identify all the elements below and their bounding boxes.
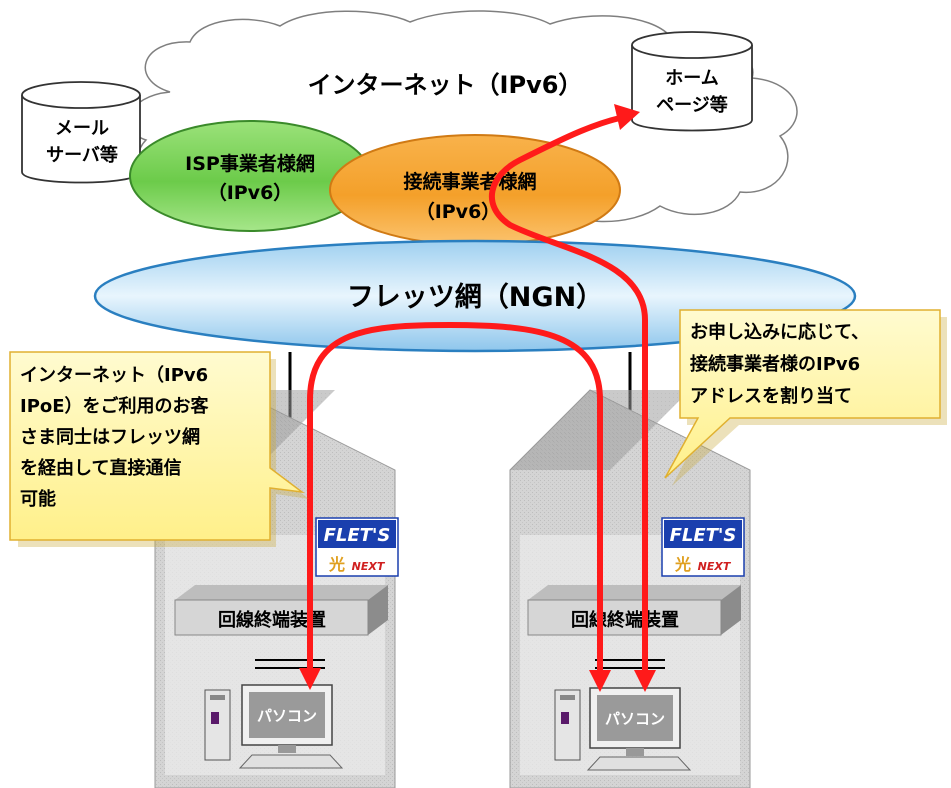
- homepage-server-icon: ホーム ページ等: [631, 31, 753, 132]
- callout-left-line-1: インターネット（IPv6: [20, 365, 208, 386]
- house-right: 回線終端装置 FLET'S 光 NEXT パソコン: [509, 389, 751, 788]
- arrowhead-left-pc: [299, 668, 321, 690]
- connection-network: 接続事業者様網 （IPv6）: [329, 134, 621, 246]
- flets-logo-right: FLET'S 光 NEXT: [661, 517, 745, 577]
- callout-left-line-5: 可能: [20, 488, 56, 510]
- callout-right: お申し込みに応じて、 接続事業者様のIPv6 アドレスを割り当て: [664, 309, 947, 486]
- pc-right-label: パソコン: [605, 710, 665, 728]
- arrowhead-homepage: [614, 104, 640, 130]
- mail-server-label-1: メール: [55, 118, 109, 139]
- isp-network-label-2: （IPv6）: [208, 181, 293, 204]
- svg-text:FLET'S: FLET'S: [670, 525, 737, 546]
- callout-right-line-1: お申し込みに応じて、: [690, 321, 869, 343]
- onu-left-label: 回線終端装置: [218, 609, 326, 631]
- isp-network-label-1: ISP事業者様網: [185, 152, 315, 175]
- svg-text:光: 光: [328, 555, 345, 574]
- flets-network: フレッツ網（NGN）: [93, 239, 857, 353]
- pc-tower-right-icon: [554, 689, 581, 761]
- cable-connector-right: [595, 659, 665, 669]
- flets-logo-left: FLET'S 光 NEXT: [315, 517, 399, 577]
- onu-right: 回線終端装置: [527, 585, 741, 636]
- monitor-right-icon: パソコン: [586, 687, 692, 771]
- mail-server-icon: メール サーバ等: [21, 81, 141, 184]
- svg-text:NEXT: NEXT: [698, 560, 732, 573]
- callout-left-line-3: さま同士はフレッツ網: [20, 426, 200, 448]
- pc-tower-left-icon: [204, 689, 231, 761]
- flets-network-title: フレッツ網（NGN）: [347, 281, 603, 313]
- callout-left-line-4: を経由して直接通信: [20, 457, 181, 479]
- direct-communication-arrow: [307, 321, 603, 675]
- callout-right-line-3: アドレスを割り当て: [690, 385, 852, 407]
- connection-network-label-2: （IPv6）: [416, 200, 501, 223]
- monitor-left-icon: パソコン: [238, 684, 344, 769]
- callout-left: インターネット（IPv6 IPoE）をご利用のお客 さま同士はフレッツ網 を経由…: [9, 351, 309, 547]
- homepage-server-label-1: ホーム: [665, 68, 718, 89]
- callout-right-line-2: 接続事業者様のIPv6: [690, 353, 860, 375]
- pc-left-label: パソコン: [257, 707, 317, 725]
- isp-network: ISP事業者様網 （IPv6）: [129, 120, 371, 232]
- internet-access-arrow: [489, 115, 648, 675]
- internet-title: インターネット（IPv6）: [308, 71, 583, 99]
- svg-text:光: 光: [674, 555, 691, 574]
- onu-right-label: 回線終端装置: [571, 609, 679, 631]
- svg-text:NEXT: NEXT: [352, 560, 386, 573]
- connection-network-label-1: 接続事業者様網: [403, 170, 536, 193]
- callout-left-line-2: IPoE）をご利用のお客: [20, 395, 210, 417]
- arrowhead-right-pc-2: [634, 670, 656, 692]
- homepage-server-label-2: ページ等: [656, 94, 728, 116]
- svg-text:FLET'S: FLET'S: [324, 525, 391, 546]
- onu-left: 回線終端装置: [174, 585, 388, 636]
- mail-server-label-2: サーバ等: [46, 144, 118, 166]
- arrowhead-right-pc-1: [589, 670, 611, 692]
